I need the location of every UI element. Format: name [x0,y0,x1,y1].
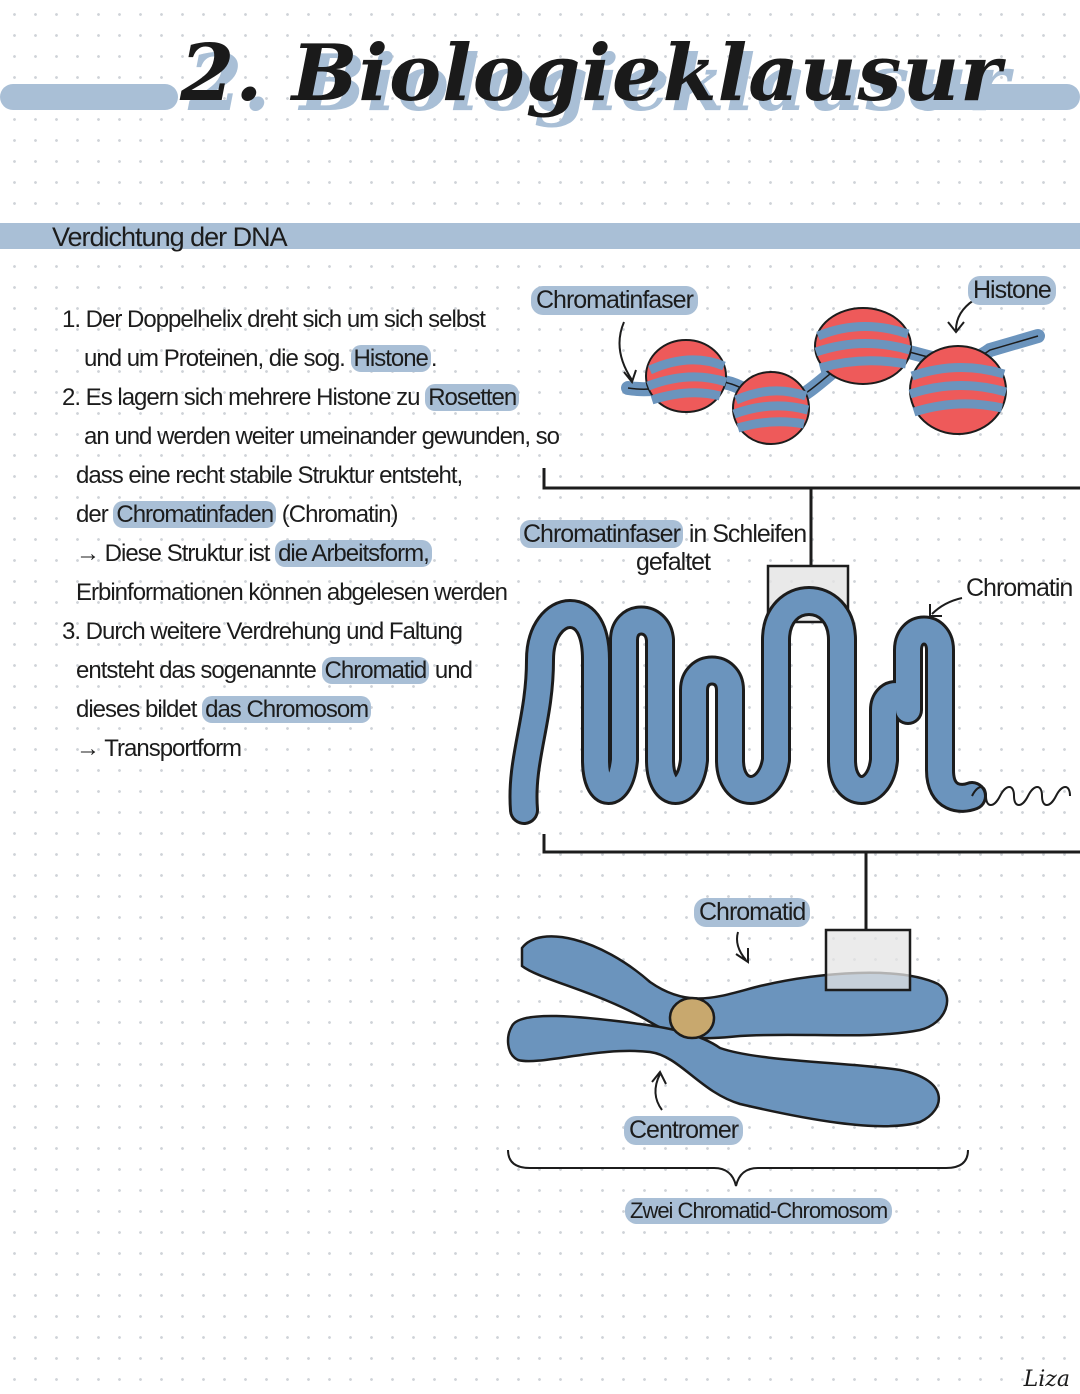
histone-1 [645,339,728,413]
highlight-chromatinfaden: Chromatinfaden [113,501,277,528]
page-title: 2. Biologieklausur [180,28,1003,119]
title-decoration-left [0,84,178,110]
note-line: dieses bildet das Chromosom [62,690,522,729]
label-centromer: Centromer [624,1116,744,1145]
note-line: und um Proteinen, die sog. Histone. [84,345,438,372]
highlight-rosetten: Rosetten [425,384,520,411]
highlight-histone: Histone [350,345,431,372]
note-line: der Chromatinfaden (Chromatin) [76,501,398,528]
chromosome-illustration [506,935,949,1128]
chromatid-upper [520,935,949,1040]
label-gefaltet: gefaltet [636,548,711,576]
chromatid-lower [506,1014,941,1128]
chromatin-loops-illustration [508,586,1071,825]
arrow-chromatin [929,597,963,617]
signature: Liza [1023,1367,1070,1392]
histone-2 [732,371,810,445]
histone-4 [908,345,1008,435]
highlight-arbeitsform: die Arbeitsform, [275,540,432,567]
label-zwei-chromatid-chromosom: Zwei Chromatid-Chromosom [625,1198,893,1224]
label-schleifen: Chromatinfaser in Schleifen [520,520,807,549]
chromatin-fiber-illustration [621,307,1045,445]
arrow-histone [947,299,975,334]
zoom-box-2 [824,928,912,992]
coil-end [971,786,1071,806]
title-decoration-right [910,84,1080,110]
arrow-chromatid [735,931,749,964]
note-line: 2. Es lagern sich mehrere Histone zu Ros… [62,378,522,417]
note-line: entsteht das sogenannte Chromatid und [76,657,473,684]
highlight-chromosom: das Chromosom [202,696,372,723]
label-chromatid: Chromatid [694,898,811,927]
connector-bracket-2 [542,834,1080,930]
section-header-bar [0,223,1080,249]
note-line: → Diese Struktur ist die Arbeitsform, [62,534,522,573]
section-title: Verdichtung der DNA [52,222,288,252]
label-histone: Histone [968,276,1056,305]
note-line: 1. Der Doppelhelix dreht sich um sich se… [62,306,486,333]
arrow-centromer [651,1070,667,1111]
label-chromatin: Chromatin [966,574,1073,602]
note-line: → Transportform [76,735,242,762]
label-chromatinfaser: Chromatinfaser [531,286,698,315]
note-line: 3. Durch weitere Verdrehung und Faltung [62,618,463,645]
highlight-chromatid: Chromatid [321,657,430,684]
note-line: dass eine recht stabile Struktur entsteh… [76,462,463,489]
note-line: Erbinformationen können abgelesen werden [76,579,508,606]
arrow-chromatinfaser [618,321,637,385]
notes-text: 1. Der Doppelhelix dreht sich um sich se… [62,300,560,768]
histone-3 [814,307,912,385]
brace-bottom [507,1149,969,1187]
centromere [668,996,716,1040]
connector-bracket-1 [542,468,1080,566]
note-line: an und werden weiter umeinander gewunden… [84,423,560,450]
